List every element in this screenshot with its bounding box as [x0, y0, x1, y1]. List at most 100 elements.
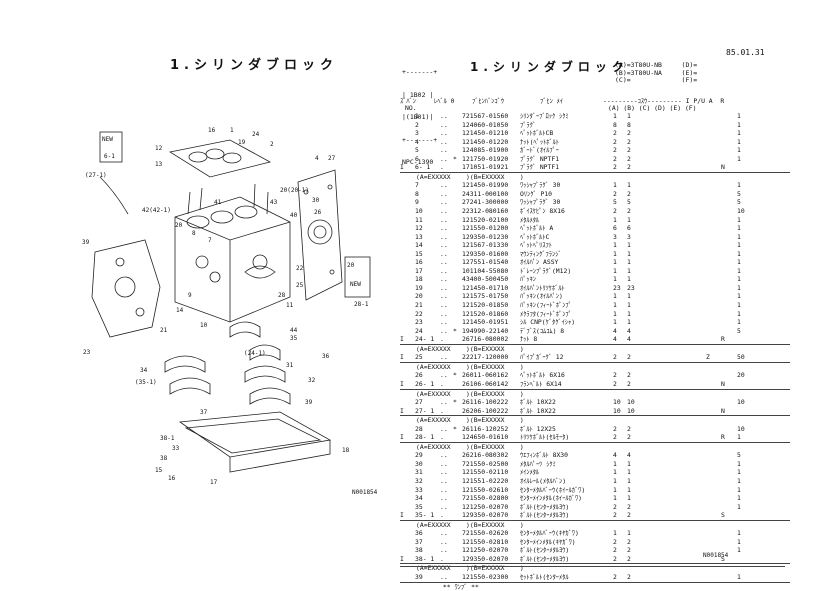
callout: 33 — [172, 445, 180, 452]
cell-part-name: ｶﾞｰﾄﾞ(ｵｲﾙﾌﾟｰ — [520, 146, 559, 155]
cell-r: 1 — [737, 146, 741, 155]
serial-note: (A=EXXXXX )(B=EXXXXX ) — [416, 389, 524, 398]
col-qty-sub: (A) (B) (C) (D) (E) (F) — [608, 104, 697, 112]
cell-r: 1 — [737, 476, 741, 485]
cell-ref-no: 10 — [415, 207, 423, 216]
cell-level: .. — [440, 494, 448, 503]
cell-qty-a: 2 — [613, 353, 617, 362]
cell-qty-a: 2 — [613, 207, 617, 216]
cell-part-name: ﾍﾟｯﾄﾎﾞﾙﾄ 6X16 — [520, 371, 565, 380]
callout: 23 — [83, 349, 91, 356]
cell-level: .. — [440, 318, 448, 327]
cell-part-number: 26716-080002 — [462, 335, 509, 344]
callout: 28-1 — [354, 301, 369, 308]
cell-qty-a: 2 — [613, 424, 617, 433]
cell-ref-no: 13 — [415, 232, 423, 241]
table-note-row: (A=EXXXXX )(B=EXXXXX ) — [400, 416, 790, 425]
cell-pu: N — [721, 406, 725, 415]
cell-ref-no: 2 — [415, 120, 419, 129]
cell-qty-a: 2 — [613, 137, 617, 146]
cell-ref-no: 19 — [415, 283, 423, 292]
cell-part-name: ﾎﾞﾙﾄ 10X22 — [520, 406, 556, 415]
cell-level: .. — [440, 424, 448, 433]
cell-qty-b: 2 — [627, 424, 631, 433]
cell-part-number: 121551-02220 — [462, 476, 509, 485]
cell-part-number: 26116-120252 — [462, 424, 509, 433]
cell-qty-b: 2 — [627, 137, 631, 146]
cell-qty-b: 1 — [627, 181, 631, 190]
cell-qty-a: 1 — [613, 494, 617, 503]
cell-level: .. — [440, 112, 448, 120]
cell-qty-a: 1 — [613, 292, 617, 301]
cell-qty-b: 2 — [627, 146, 631, 155]
callout: 20(20-1) — [280, 187, 309, 194]
cell-qty-a: 1 — [613, 181, 617, 190]
cell-part-number: 129350-01600 — [462, 249, 509, 258]
cell-level: .. — [440, 198, 448, 207]
cell-qty-a: 5 — [613, 198, 617, 207]
cell-level: .. — [440, 451, 448, 460]
cell-r: 1 — [737, 232, 741, 241]
cell-ref-no: 12 — [415, 224, 423, 233]
cell-ref-no: 25 — [415, 353, 423, 362]
diagram-code: N001854 — [352, 489, 378, 496]
cell-qty-b: 2 — [627, 546, 631, 555]
callout: 44 — [290, 327, 298, 334]
cell-qty-b: 1 — [627, 241, 631, 250]
cell-qty-b: 2 — [627, 163, 631, 172]
cell-part-name: ﾊﾟｯｷﾝ — [520, 275, 536, 284]
cell-qty-a: 1 — [613, 485, 617, 494]
table-note-row: (A=EXXXXX )(B=EXXXXX ) — [400, 173, 790, 182]
cell-qty-b: 2 — [627, 371, 631, 380]
cell-qty-a: 1 — [613, 309, 617, 318]
page-code: N001854 — [703, 552, 729, 559]
cell-r: 1 — [737, 292, 741, 301]
cell-ref-no: 4 — [415, 137, 419, 146]
cell-part-name: ﾍﾟｯﾄﾎﾞﾙﾄC — [520, 232, 550, 241]
serial-note: (A=EXXXXX )(B=EXXXXX ) — [416, 564, 524, 573]
cell-part-number: 171051-01921 — [462, 163, 509, 172]
cell-qty-a: 2 — [613, 433, 617, 442]
cell-qty-b: 2 — [627, 129, 631, 138]
cell-r: 1 — [737, 433, 741, 442]
cell-qty-a: 1 — [613, 476, 617, 485]
cell-r: 1 — [737, 546, 741, 555]
cell-part-number: 121550-02110 — [462, 468, 509, 477]
cell-pu: N — [721, 163, 725, 172]
cell-part-name: ｼﾙ CNP(ｹﾞﾀｸﾞｲｼｬ) — [520, 318, 576, 327]
callout: 41 — [214, 199, 222, 206]
cell-pu: S — [721, 511, 725, 520]
cell-qty-b: 2 — [627, 572, 631, 581]
cell-part-name: ﾍﾟｯﾄﾎﾞﾙﾄ A — [520, 224, 554, 233]
cell-ref-no: 38- 1 — [415, 554, 435, 563]
diagram-title: 1.シリンダブロック — [170, 58, 338, 73]
cell-level: . — [440, 379, 444, 388]
callout: 15 — [155, 467, 163, 474]
cell-part-number: 26116-100222 — [462, 398, 509, 407]
cell-ref-no: 27- 1 — [415, 406, 435, 415]
cell-r: 5 — [737, 189, 741, 198]
cell-part-name: ﾎﾞﾙﾄ 10X22 — [520, 398, 556, 407]
cell-r: 10 — [737, 207, 745, 216]
cell-r: 1 — [737, 241, 741, 250]
cell-flag: I — [400, 433, 404, 442]
col-level: ﾚﾍﾞﾙ 0 — [434, 97, 455, 105]
callout: (35-1) — [135, 379, 157, 386]
cell-qty-b: 4 — [627, 335, 631, 344]
col-part-name: ﾌﾞﾋﾝ ﾒｲ — [540, 97, 564, 105]
cell-qty-a: 2 — [613, 572, 617, 581]
cell-r: 1 — [737, 154, 741, 163]
cell-part-number: 121450-01710 — [462, 283, 509, 292]
cell-qty-a: 2 — [613, 189, 617, 198]
cell-part-name: ｾﾝﾀｰﾒﾀﾙﾊﾞｰｳ(ﾎｲｰﾙｶﾞﾜ) — [520, 485, 586, 494]
cell-qty-b: 2 — [627, 207, 631, 216]
cell-level: .. — [440, 154, 448, 163]
cell-qty-a: 1 — [613, 112, 617, 120]
cell-qty-a: 2 — [613, 502, 617, 511]
cell-level: . — [440, 163, 444, 172]
cell-qty-b: 6 — [627, 224, 631, 233]
